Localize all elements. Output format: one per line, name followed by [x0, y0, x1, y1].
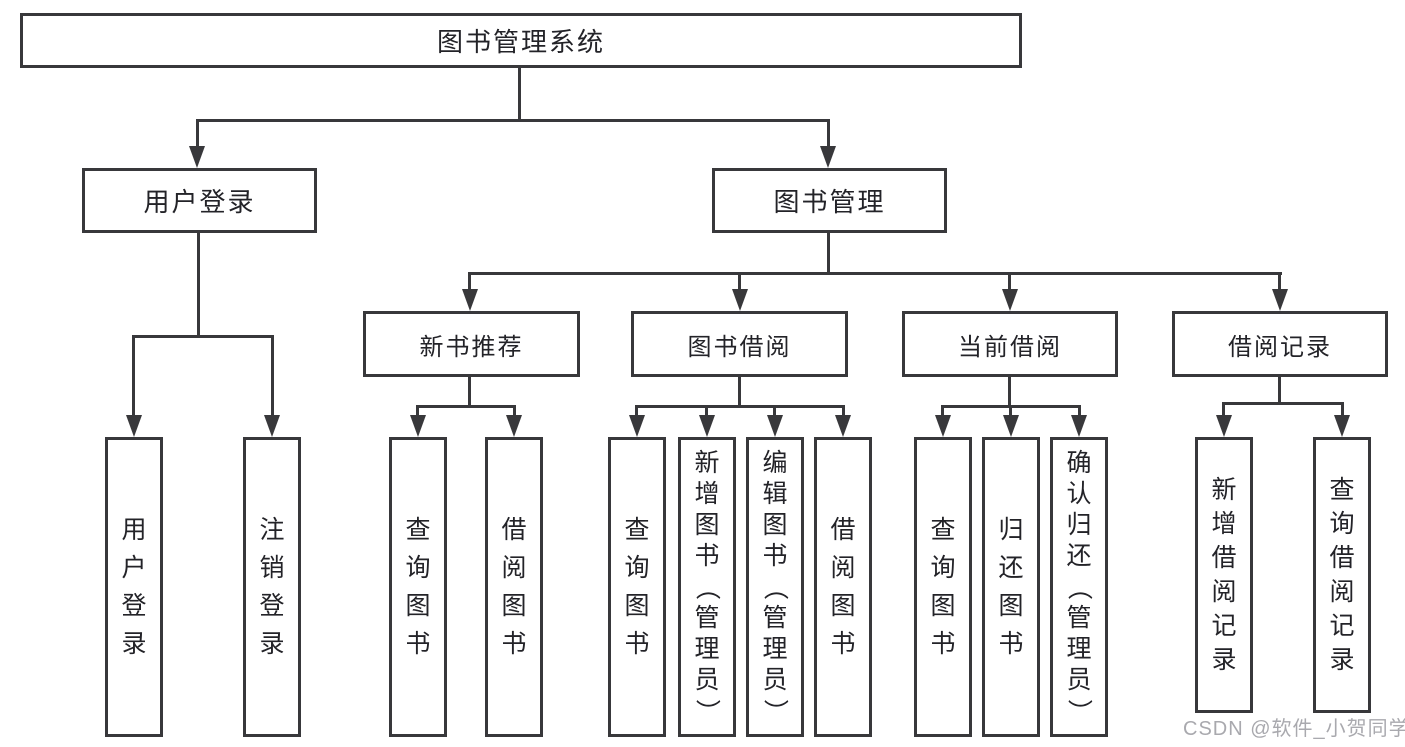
connector-leaf-b1-drop [416, 405, 419, 417]
node-leaf-borrow-books-1-label: 借阅图书 [501, 516, 527, 658]
node-leaf-query-books-1-label: 查询图书 [405, 516, 431, 658]
connector-leaf-d2-drop [1009, 405, 1012, 417]
node-leaf-borrow-books-2-label: 借阅图书 [830, 516, 856, 658]
connector-root-stem [518, 68, 521, 122]
node-book-borrow-label: 图书借阅 [687, 333, 792, 361]
arrowhead-l3-3 [1002, 289, 1018, 311]
connector-leaf-d1-drop [941, 405, 944, 417]
arrowhead-l3-4 [1272, 289, 1288, 311]
connector-currentborrow-stem [1008, 377, 1011, 408]
arrowhead-leaf-a2 [264, 415, 280, 437]
node-leaf-logout-label: 注销登录 [259, 516, 285, 658]
connector-leaf-a2-drop [271, 335, 274, 417]
node-root-label: 图书管理系统 [436, 27, 605, 57]
node-leaf-add-borrow-record-label: 新增借阅记录 [1211, 476, 1237, 674]
connector-userlogin-stem [197, 233, 200, 338]
connector-bookmgmt-split [468, 272, 1282, 275]
connector-leaf-c2-drop [705, 405, 708, 417]
connector-leaf-c3-drop [773, 405, 776, 417]
connector-borrowrecords-split [1222, 402, 1343, 405]
node-leaf-edit-books-admin-label: 编辑图书（管理员） [761, 448, 790, 724]
connector-newbook-split [416, 405, 516, 408]
connector-bookborrow-split [635, 405, 845, 408]
connector-bookmgmt-drop [827, 119, 830, 150]
connector-userlogin-split [132, 335, 274, 338]
node-new-book-recommend: 新书推荐 [363, 311, 580, 377]
node-user-login-label: 用户登录 [143, 187, 256, 217]
node-leaf-return-books-label: 归还图书 [998, 516, 1024, 658]
node-leaf-borrow-books-2: 借阅图书 [814, 437, 872, 737]
connector-l3-2-drop [738, 272, 741, 292]
arrowhead-leaf-b1 [410, 415, 426, 437]
node-leaf-confirm-return-admin: 确认归还（管理员） [1050, 437, 1108, 737]
node-leaf-query-borrow-record-label: 查询借阅记录 [1329, 476, 1355, 674]
connector-l3-3-drop [1008, 272, 1011, 292]
arrowhead-userlogin [189, 146, 205, 168]
node-new-book-recommend-label: 新书推荐 [419, 333, 524, 361]
arrowhead-leaf-e1 [1216, 415, 1232, 437]
node-book-mgmt: 图书管理 [712, 168, 947, 233]
connector-l3-1-drop [468, 272, 471, 292]
node-leaf-user-login-label: 用户登录 [121, 516, 147, 658]
node-leaf-edit-books-admin: 编辑图书（管理员） [746, 437, 804, 737]
node-leaf-user-login: 用户登录 [105, 437, 163, 737]
arrowhead-leaf-e2 [1334, 415, 1350, 437]
connector-borrowrecords-stem [1278, 377, 1281, 405]
node-leaf-borrow-books-1: 借阅图书 [485, 437, 543, 737]
arrowhead-leaf-c1 [629, 415, 645, 437]
connector-leaf-e1-drop [1222, 402, 1225, 417]
node-book-borrow: 图书借阅 [631, 311, 848, 377]
arrowhead-leaf-c4 [835, 415, 851, 437]
node-book-mgmt-label: 图书管理 [773, 187, 886, 217]
connector-root-split [196, 119, 830, 122]
connector-bookborrow-stem [738, 377, 741, 408]
connector-leaf-b2-drop [513, 405, 516, 417]
node-leaf-add-books-admin: 新增图书（管理员） [678, 437, 736, 737]
arrowhead-leaf-c2 [699, 415, 715, 437]
arrowhead-bookmgmt [820, 146, 836, 168]
watermark: CSDN @软件_小贺同学 [1183, 718, 1405, 740]
connector-leaf-a1-drop [132, 335, 135, 417]
node-leaf-query-books-3: 查询图书 [914, 437, 972, 737]
arrowhead-leaf-d3 [1071, 415, 1087, 437]
node-leaf-return-books: 归还图书 [982, 437, 1040, 737]
node-user-login: 用户登录 [82, 168, 317, 233]
connector-bookmgmt-stem [827, 233, 830, 275]
node-leaf-query-books-2-label: 查询图书 [624, 516, 650, 658]
connector-newbook-stem [468, 377, 471, 408]
node-leaf-logout: 注销登录 [243, 437, 301, 737]
connector-leaf-e2-drop [1341, 402, 1344, 417]
arrowhead-leaf-c3 [767, 415, 783, 437]
node-current-borrow: 当前借阅 [902, 311, 1118, 377]
connector-leaf-d3-drop [1078, 405, 1081, 417]
arrowhead-l3-1 [462, 289, 478, 311]
connector-l3-4-drop [1278, 272, 1281, 292]
node-borrow-records-label: 借阅记录 [1228, 333, 1332, 361]
node-leaf-query-books-1: 查询图书 [389, 437, 447, 737]
node-root: 图书管理系统 [20, 13, 1022, 68]
node-leaf-query-borrow-record: 查询借阅记录 [1313, 437, 1371, 713]
node-leaf-add-borrow-record: 新增借阅记录 [1195, 437, 1253, 713]
node-leaf-confirm-return-admin-label: 确认归还（管理员） [1065, 448, 1094, 724]
arrowhead-leaf-a1 [126, 415, 142, 437]
arrowhead-leaf-d1 [935, 415, 951, 437]
node-current-borrow-label: 当前借阅 [958, 333, 1062, 361]
node-leaf-query-books-3-label: 查询图书 [930, 516, 956, 658]
arrowhead-leaf-b2 [506, 415, 522, 437]
connector-leaf-c1-drop [635, 405, 638, 417]
connector-userlogin-drop [196, 119, 199, 150]
connector-leaf-c4-drop [842, 405, 845, 417]
arrowhead-l3-2 [732, 289, 748, 311]
node-leaf-query-books-2: 查询图书 [608, 437, 666, 737]
node-borrow-records: 借阅记录 [1172, 311, 1388, 377]
arrowhead-leaf-d2 [1003, 415, 1019, 437]
node-leaf-add-books-admin-label: 新增图书（管理员） [693, 448, 722, 724]
